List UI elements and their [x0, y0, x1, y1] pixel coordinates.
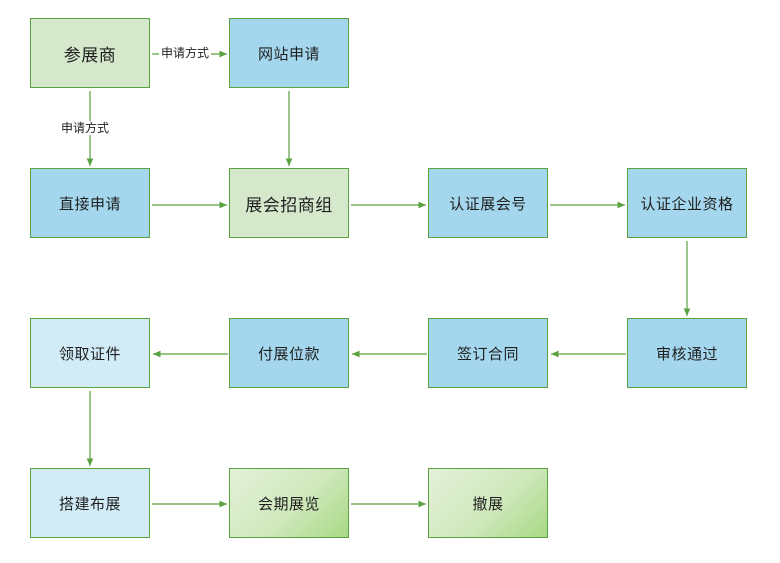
node-sign-contract[interactable]: 签订合同	[428, 318, 548, 388]
node-exhibition-period[interactable]: 会期展览	[229, 468, 349, 538]
node-direct-apply[interactable]: 直接申请	[30, 168, 150, 238]
node-verify-exhibition-number[interactable]: 认证展会号	[428, 168, 548, 238]
node-pay-booth-fee[interactable]: 付展位款	[229, 318, 349, 388]
node-build-booth[interactable]: 搭建布展	[30, 468, 150, 538]
node-verify-company-qualification[interactable]: 认证企业资格	[627, 168, 747, 238]
edge-label-apply-method-horizontal: 申请方式	[159, 46, 212, 60]
node-get-pass[interactable]: 领取证件	[30, 318, 150, 388]
node-exhibitor[interactable]: 参展商	[30, 18, 150, 88]
node-review-passed[interactable]: 审核通过	[627, 318, 747, 388]
node-website-apply[interactable]: 网站申请	[229, 18, 349, 88]
edge-label-apply-method-vertical: 申请方式	[59, 121, 112, 135]
node-dismantle[interactable]: 撤展	[428, 468, 548, 538]
node-merchant-group[interactable]: 展会招商组	[229, 168, 349, 238]
